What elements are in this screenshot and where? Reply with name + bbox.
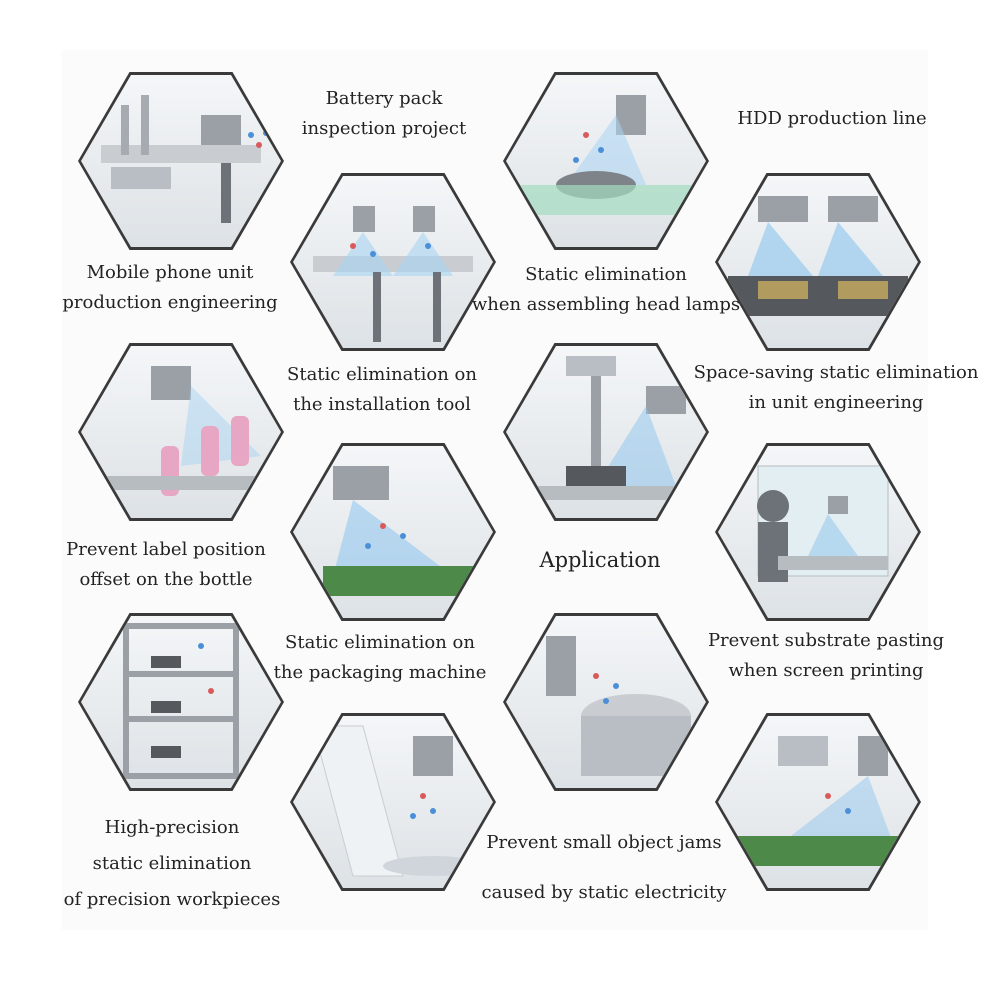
label-hdd-line: HDD production line [737, 108, 927, 129]
hex-precision-film-illustration [290, 713, 496, 891]
hex-precision-workpieces-illustration [78, 613, 284, 791]
hex-battery-pack-illustration [290, 173, 496, 351]
hex-packaging-machine-illustration [290, 443, 496, 621]
center-title: Application [539, 548, 661, 572]
